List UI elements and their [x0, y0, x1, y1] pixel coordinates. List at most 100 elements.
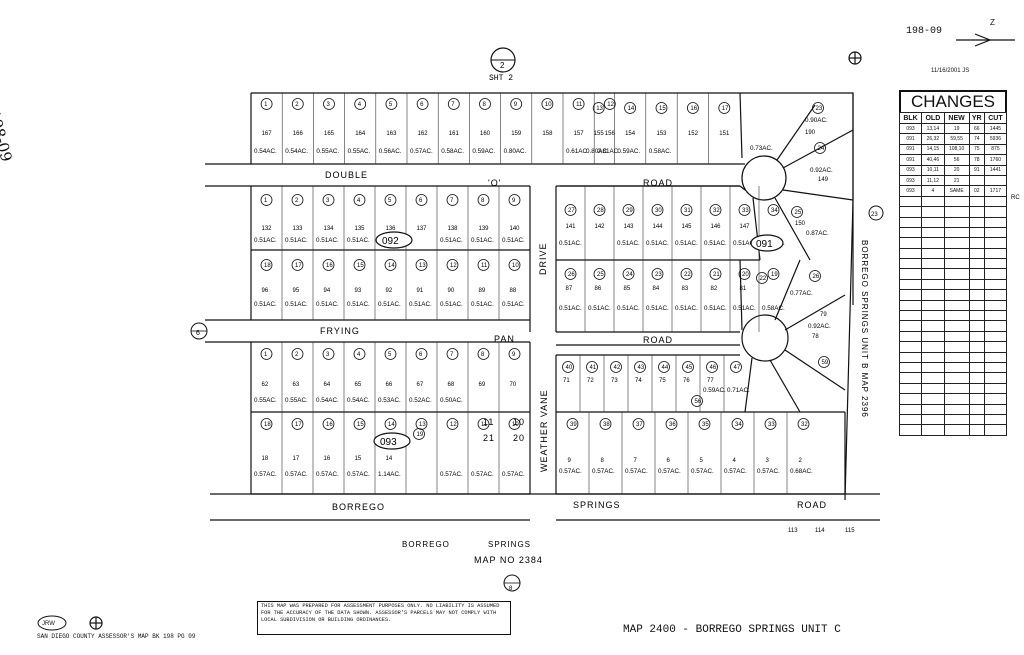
lot-number: 13 — [419, 422, 426, 428]
lot-number-circle — [731, 418, 744, 430]
changes-cell — [898, 258, 923, 270]
lot-number: 7 — [450, 352, 454, 358]
acreage: 0.59AC. — [703, 387, 726, 394]
lot-number-circle — [353, 259, 366, 271]
changes-cell — [943, 299, 970, 312]
lot-number: 30 — [655, 208, 662, 214]
changes-cell — [898, 268, 923, 280]
lot-number: 15 — [357, 422, 364, 428]
changes-cell — [921, 195, 945, 208]
svg-text:JRW: JRW — [42, 621, 55, 627]
road-label-road-1: ROAD — [643, 178, 673, 188]
svg-text:6: 6 — [196, 330, 200, 337]
lot-number: 45 — [686, 365, 693, 371]
changes-cell — [983, 320, 1008, 332]
lot-number-circle — [291, 98, 304, 110]
changes-cell — [921, 341, 945, 353]
svg-text:2: 2 — [500, 61, 505, 70]
jrw-stamp-icon: JRW — [37, 615, 67, 631]
acreage: 0.51AC. — [559, 240, 582, 247]
lot-number-circle — [655, 102, 668, 114]
changes-cell — [983, 341, 1008, 353]
acreage: 0.57AC. — [471, 471, 494, 478]
changes-cell — [898, 351, 923, 364]
lot-number-circle — [709, 268, 722, 280]
acreage: 0.51AC. — [471, 237, 494, 244]
changes-cell — [898, 403, 923, 415]
left-ref-circle: 6 — [190, 322, 208, 340]
lot-number-circle — [353, 194, 366, 206]
parcel-number: 88 — [510, 288, 517, 294]
lot-number: 44 — [662, 365, 669, 371]
changes-cell — [968, 341, 985, 353]
lot-number-circle — [384, 194, 397, 206]
lot-number-circle — [812, 102, 824, 114]
parcel-number: 78 — [812, 334, 819, 340]
changes-cell: 091 — [898, 133, 923, 145]
changes-cell — [983, 268, 1008, 280]
extra-lot-number: 20 — [513, 433, 525, 443]
parcel-number: 96 — [262, 288, 269, 294]
lot-number-circle — [322, 259, 335, 271]
lot-number-circle — [260, 194, 273, 206]
changes-cell — [968, 403, 985, 415]
acreage: 0.51AC. — [675, 305, 698, 312]
acreage: 0.51AC. — [733, 305, 756, 312]
changes-cell — [943, 278, 970, 291]
changes-cell — [983, 299, 1008, 312]
changes-cell — [943, 341, 970, 353]
lot-number-circle — [508, 348, 521, 360]
lot-number: 39 — [570, 422, 577, 428]
acreage: 0.57AC. — [592, 468, 615, 475]
acreage: 0.57AC. — [285, 471, 308, 478]
changes-cell — [921, 268, 945, 280]
changes-cell — [921, 299, 945, 312]
parcel-number: 65 — [355, 382, 362, 388]
extra-lot-number: 21 — [483, 433, 495, 443]
lot-number: 17 — [722, 106, 729, 112]
parcel-number: 133 — [293, 226, 304, 232]
lot-number-circle — [291, 348, 304, 360]
changes-cell: 1760 — [983, 154, 1008, 166]
changes-cell — [898, 330, 923, 343]
parcel-number: 66 — [386, 382, 393, 388]
lot-number-circle — [446, 418, 459, 430]
lot-number: 15 — [659, 106, 666, 112]
lot-number-circle — [791, 206, 803, 218]
road-station-number: 114 — [815, 528, 825, 534]
acreage: 0.57AC. — [410, 148, 433, 155]
lot-number-circle — [651, 204, 664, 216]
lot-number-circle — [446, 348, 459, 360]
changes-empty-row — [898, 361, 1008, 374]
changes-cell — [921, 413, 945, 426]
lot-number-circle — [322, 194, 335, 206]
lot-number: 11 — [481, 422, 488, 428]
lot-number-circle — [508, 194, 521, 206]
acreage: 0.51AC. — [588, 305, 611, 312]
lot-number: 12 — [450, 422, 457, 428]
acreage: 0.57AC. — [502, 471, 525, 478]
changes-cell — [943, 195, 970, 208]
parcel-number: 144 — [653, 224, 664, 230]
svg-text:8: 8 — [509, 586, 513, 592]
lot-number: 59 — [822, 360, 829, 366]
changes-cell — [898, 299, 923, 312]
svg-text:091: 091 — [756, 239, 773, 250]
lot-number-circle — [797, 418, 810, 430]
acreage: 0.50AC. — [440, 397, 463, 404]
parcel-number: 158 — [542, 131, 553, 137]
parcel-number: 138 — [448, 226, 459, 232]
changes-cell — [921, 330, 945, 343]
changes-cell: 1717 — [983, 185, 1008, 197]
lot-number: 2 — [295, 102, 299, 108]
changes-cell — [983, 310, 1008, 322]
changes-cell — [968, 278, 985, 291]
lot-number-circle — [477, 259, 490, 271]
road-station-number: 115 — [845, 528, 855, 534]
parcel-number: 165 — [324, 131, 335, 137]
changes-cell — [921, 382, 945, 395]
parcel-number: 151 — [719, 131, 730, 137]
acreage: 0.73AC. — [750, 145, 773, 152]
